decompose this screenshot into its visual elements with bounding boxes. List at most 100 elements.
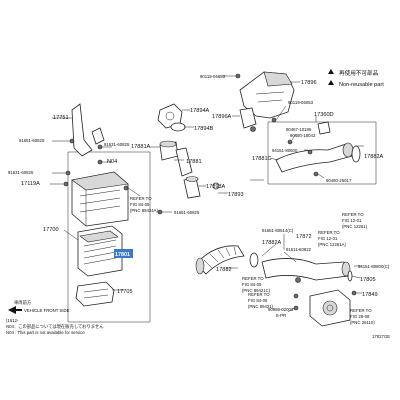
refer-note-89421c: REFER TO FIG 84-05 (PNC 89421C) <box>242 276 271 293</box>
duct-17881-part <box>175 147 193 177</box>
refer-note-12261a: REFER TO FIG 12-01 (PNC 12261A) <box>318 230 347 247</box>
bolt-icon <box>287 139 293 145</box>
callout-90119-06053: 90119-06053 <box>288 100 314 105</box>
hose-end <box>159 140 177 148</box>
callout-91651-60825: 91651-60825 <box>19 138 45 143</box>
throttle-plate <box>326 304 334 312</box>
callout-17849: 17849 <box>362 292 378 298</box>
upper-duct-assembly: 90119-06653 17896 90119-06053 17896A <box>200 71 317 132</box>
intake-duct-assembly: 17894A 17894B 17881A 17881 17893A 17893 … <box>131 103 244 215</box>
callout-91651-80614: 91651-80614(C) <box>262 228 294 233</box>
callout-17705: 17705 <box>117 289 133 295</box>
air-cleaner-case-lower-part <box>75 281 115 307</box>
footnote-n04-en: N04 : This part is not available for ser… <box>6 330 85 335</box>
refer-note-26110: REFER TO FIG 28-08 (PNC 26110) <box>350 308 375 325</box>
callout-17894a: 17894A <box>190 108 210 114</box>
legend: 再使用不可部品 Non-reusable part <box>328 69 384 88</box>
svg-text:REFER TO: REFER TO <box>242 276 264 281</box>
svg-text:REFER TO: REFER TO <box>350 308 372 313</box>
not-reusable-legend-row: 再使用不可部品 <box>328 69 379 77</box>
bolt-icon <box>351 290 357 296</box>
callout-n04: N04 <box>107 159 117 165</box>
callout-90480-25017: 90480-25017 <box>326 178 352 183</box>
clamp-17893-part <box>212 182 220 190</box>
leader-line <box>63 229 79 241</box>
pipe-17872-part <box>261 258 349 281</box>
leader-line <box>127 187 141 197</box>
callout-17805: 17805 <box>360 277 376 283</box>
lower-case-lines <box>83 288 109 299</box>
callout-17881a: 17881A <box>131 144 151 150</box>
callout-17700: 17700 <box>43 227 59 233</box>
connector-top <box>185 176 199 182</box>
bolt-icon <box>157 209 163 215</box>
svg-text:FIG 28-08: FIG 28-08 <box>350 314 370 319</box>
svg-text:REFER TO: REFER TO <box>130 196 152 201</box>
callout-17360d: 17360D <box>314 112 334 118</box>
hose-17882-part <box>195 245 245 275</box>
filter-top-face <box>79 230 119 243</box>
svg-text:(PNC 12261A): (PNC 12261A) <box>318 242 347 247</box>
leader-line <box>283 251 297 263</box>
vehicle-front-mark: 車両前方 VEHICLE FRONT SIDE <box>8 299 70 314</box>
leader-line <box>275 105 287 121</box>
callout-17882: 17882 <box>216 267 232 273</box>
svg-text:(PNC 89421C): (PNC 89421C) <box>242 288 271 293</box>
callout-94151-80800: 94151-80800(C) <box>358 264 390 269</box>
bolt-icon <box>250 126 256 132</box>
pipe-end <box>342 142 354 158</box>
callout-17801[interactable]: 17801 <box>115 252 130 258</box>
bolt-icon <box>313 171 319 177</box>
callout-90480-18043: 90480-18043 <box>290 133 316 138</box>
callout-17882a: 17882A <box>364 154 384 160</box>
leader-line <box>317 173 325 179</box>
clip-icon <box>293 305 299 311</box>
duct-top-face <box>263 71 293 87</box>
bracket-17751-part <box>71 103 93 157</box>
throttle-bore <box>322 300 338 316</box>
footnote-ref: (1612- <box>6 318 19 323</box>
callout-91611-60822: 91611-60822 <box>286 247 312 252</box>
air-cleaner-group-frame <box>67 151 151 323</box>
callout-17896: 17896 <box>301 80 317 86</box>
lower-duct-assembly: 91651-80614(C) 17872 17882A 91611-60822 … <box>195 212 390 327</box>
footnotes: (1612- N04：この部品については現在販売しておりません N04 : Th… <box>6 318 104 335</box>
duct-rib-lines <box>255 91 285 103</box>
vehicle-front-jp: 車両前方 <box>14 299 32 306</box>
svg-text:(PNC 89424A): (PNC 89424A) <box>130 208 159 213</box>
leader-line <box>269 157 279 161</box>
callout-91651-60825-mid: 91651-60825 <box>174 210 200 215</box>
leader-line <box>287 307 295 313</box>
callout-17801-highlight[interactable] <box>114 249 133 258</box>
callout-e-pr: E-PR <box>276 313 286 318</box>
svg-text:FIG 12-01: FIG 12-01 <box>318 236 338 241</box>
bolt-icon <box>235 73 241 79</box>
callout-17881c: 17881C <box>252 156 272 162</box>
inlet-opening <box>165 111 175 121</box>
leader-line <box>291 133 297 141</box>
clamp-17882a-part <box>249 252 259 268</box>
svg-text:(PNC 12261): (PNC 12261) <box>342 224 368 229</box>
legend-not-reusable-en: Non-reusable part <box>339 82 384 88</box>
svg-text:FIG 84-05: FIG 84-05 <box>130 202 150 207</box>
gasket-17805-part <box>347 270 353 282</box>
bolt-icon <box>97 144 103 150</box>
bolt-icon <box>97 159 103 165</box>
callout-90119-06653: 90119-06653 <box>200 74 226 79</box>
callout-17751: 17751 <box>53 115 69 121</box>
bolt-icon <box>69 138 75 144</box>
callout-17893: 17893 <box>228 192 244 198</box>
footnote-n04-jp: N04：この部品については現在販売しておりません <box>6 323 104 330</box>
air-cleaner-assembly: 17751 91651-60825 91631-60825 N04 91631-… <box>8 103 159 323</box>
air-cleaner-cap-top <box>71 171 129 191</box>
clamp-17882a-part <box>351 145 361 163</box>
svg-text:FIG 12-01: FIG 12-01 <box>342 218 362 223</box>
not-reusable-legend-row-en: Non-reusable part <box>328 80 384 88</box>
not-reusable-mark-icon <box>328 69 334 74</box>
callout-94151-80600: 94151-80600 <box>272 148 298 153</box>
refer-note-12261: REFER TO FIG 12-01 (PNC 12261) <box>342 212 368 229</box>
leader-line <box>351 275 361 279</box>
callout-17896a: 17896A <box>212 114 232 120</box>
legend-not-reusable-jp: 再使用不可部品 <box>339 69 379 77</box>
